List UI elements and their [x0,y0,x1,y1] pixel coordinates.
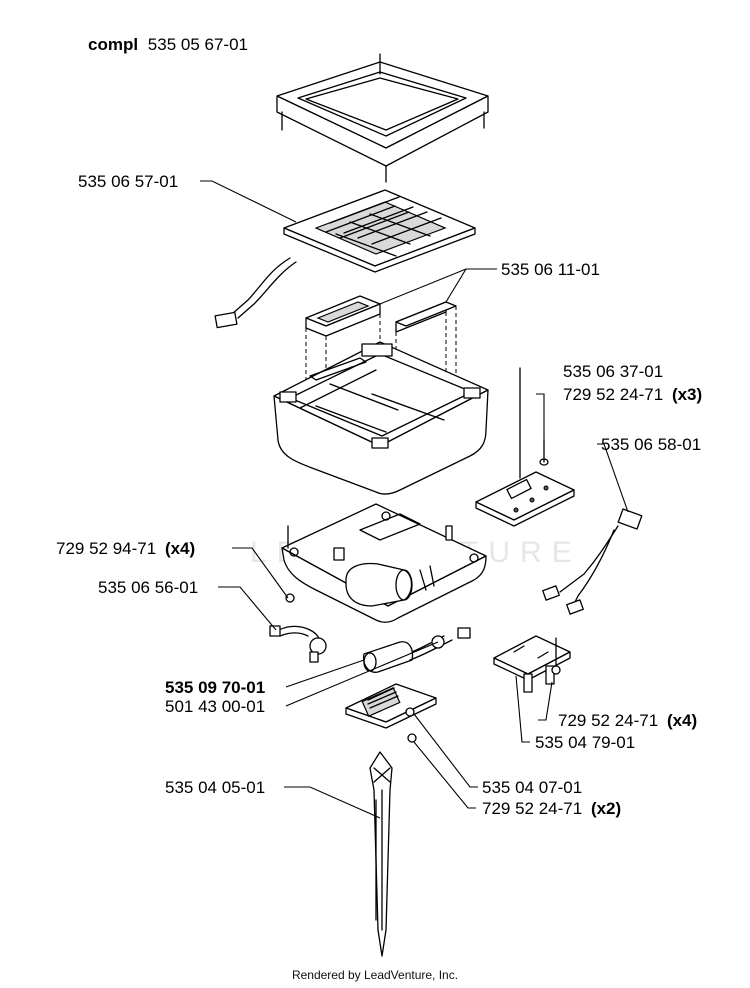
solar-panel-drawing [214,189,476,329]
label-cable: 535 06 58-01 [601,435,701,454]
battery-drawing [362,627,471,673]
top-cover-drawing [276,53,489,183]
assembly-part-number: 535 05 67-01 [148,35,248,54]
assembly-title-prefix: compl [88,35,138,54]
label-circuit-board: 535 06 37-01 [563,362,663,381]
leader-lines [200,180,629,819]
base-plate-drawing [281,503,487,623]
bracket-drawing [493,635,571,693]
assembly-title: compl 535 05 67-01 [88,35,248,54]
connector-plate-drawing [345,683,437,743]
label-battery: 535 09 70-01 [165,678,265,697]
label-board-screw: 729 52 24-71 (x3) [563,385,702,404]
label-bracket: 535 04 79-01 [535,733,635,752]
label-plate-screw: 729 52 24-71 (x2) [482,799,621,818]
switch-cable-drawing [269,625,327,663]
label-base-screw: 729 52 94-71 (x4) [56,539,195,558]
circuit-board-drawing [475,367,575,527]
housing-drawing [273,341,489,495]
label-switch-cable: 535 06 56-01 [98,578,198,597]
label-ground-stake: 535 04 05-01 [165,778,265,797]
label-cover-frame: 535 06 57-01 [78,172,178,191]
label-connector-plate: 535 04 07-01 [482,778,582,797]
label-battery-holder: 501 43 00-01 [165,697,265,716]
cable-drawing [542,508,643,615]
label-bracket-screw: 729 52 24-71 (x4) [558,711,697,730]
insulation-pads-drawing [305,295,457,432]
ground-stake-drawing [369,751,393,957]
footer-credit: Rendered by LeadVenture, Inc. [291,968,459,982]
label-insulation-pads: 535 06 11-01 [501,260,600,279]
